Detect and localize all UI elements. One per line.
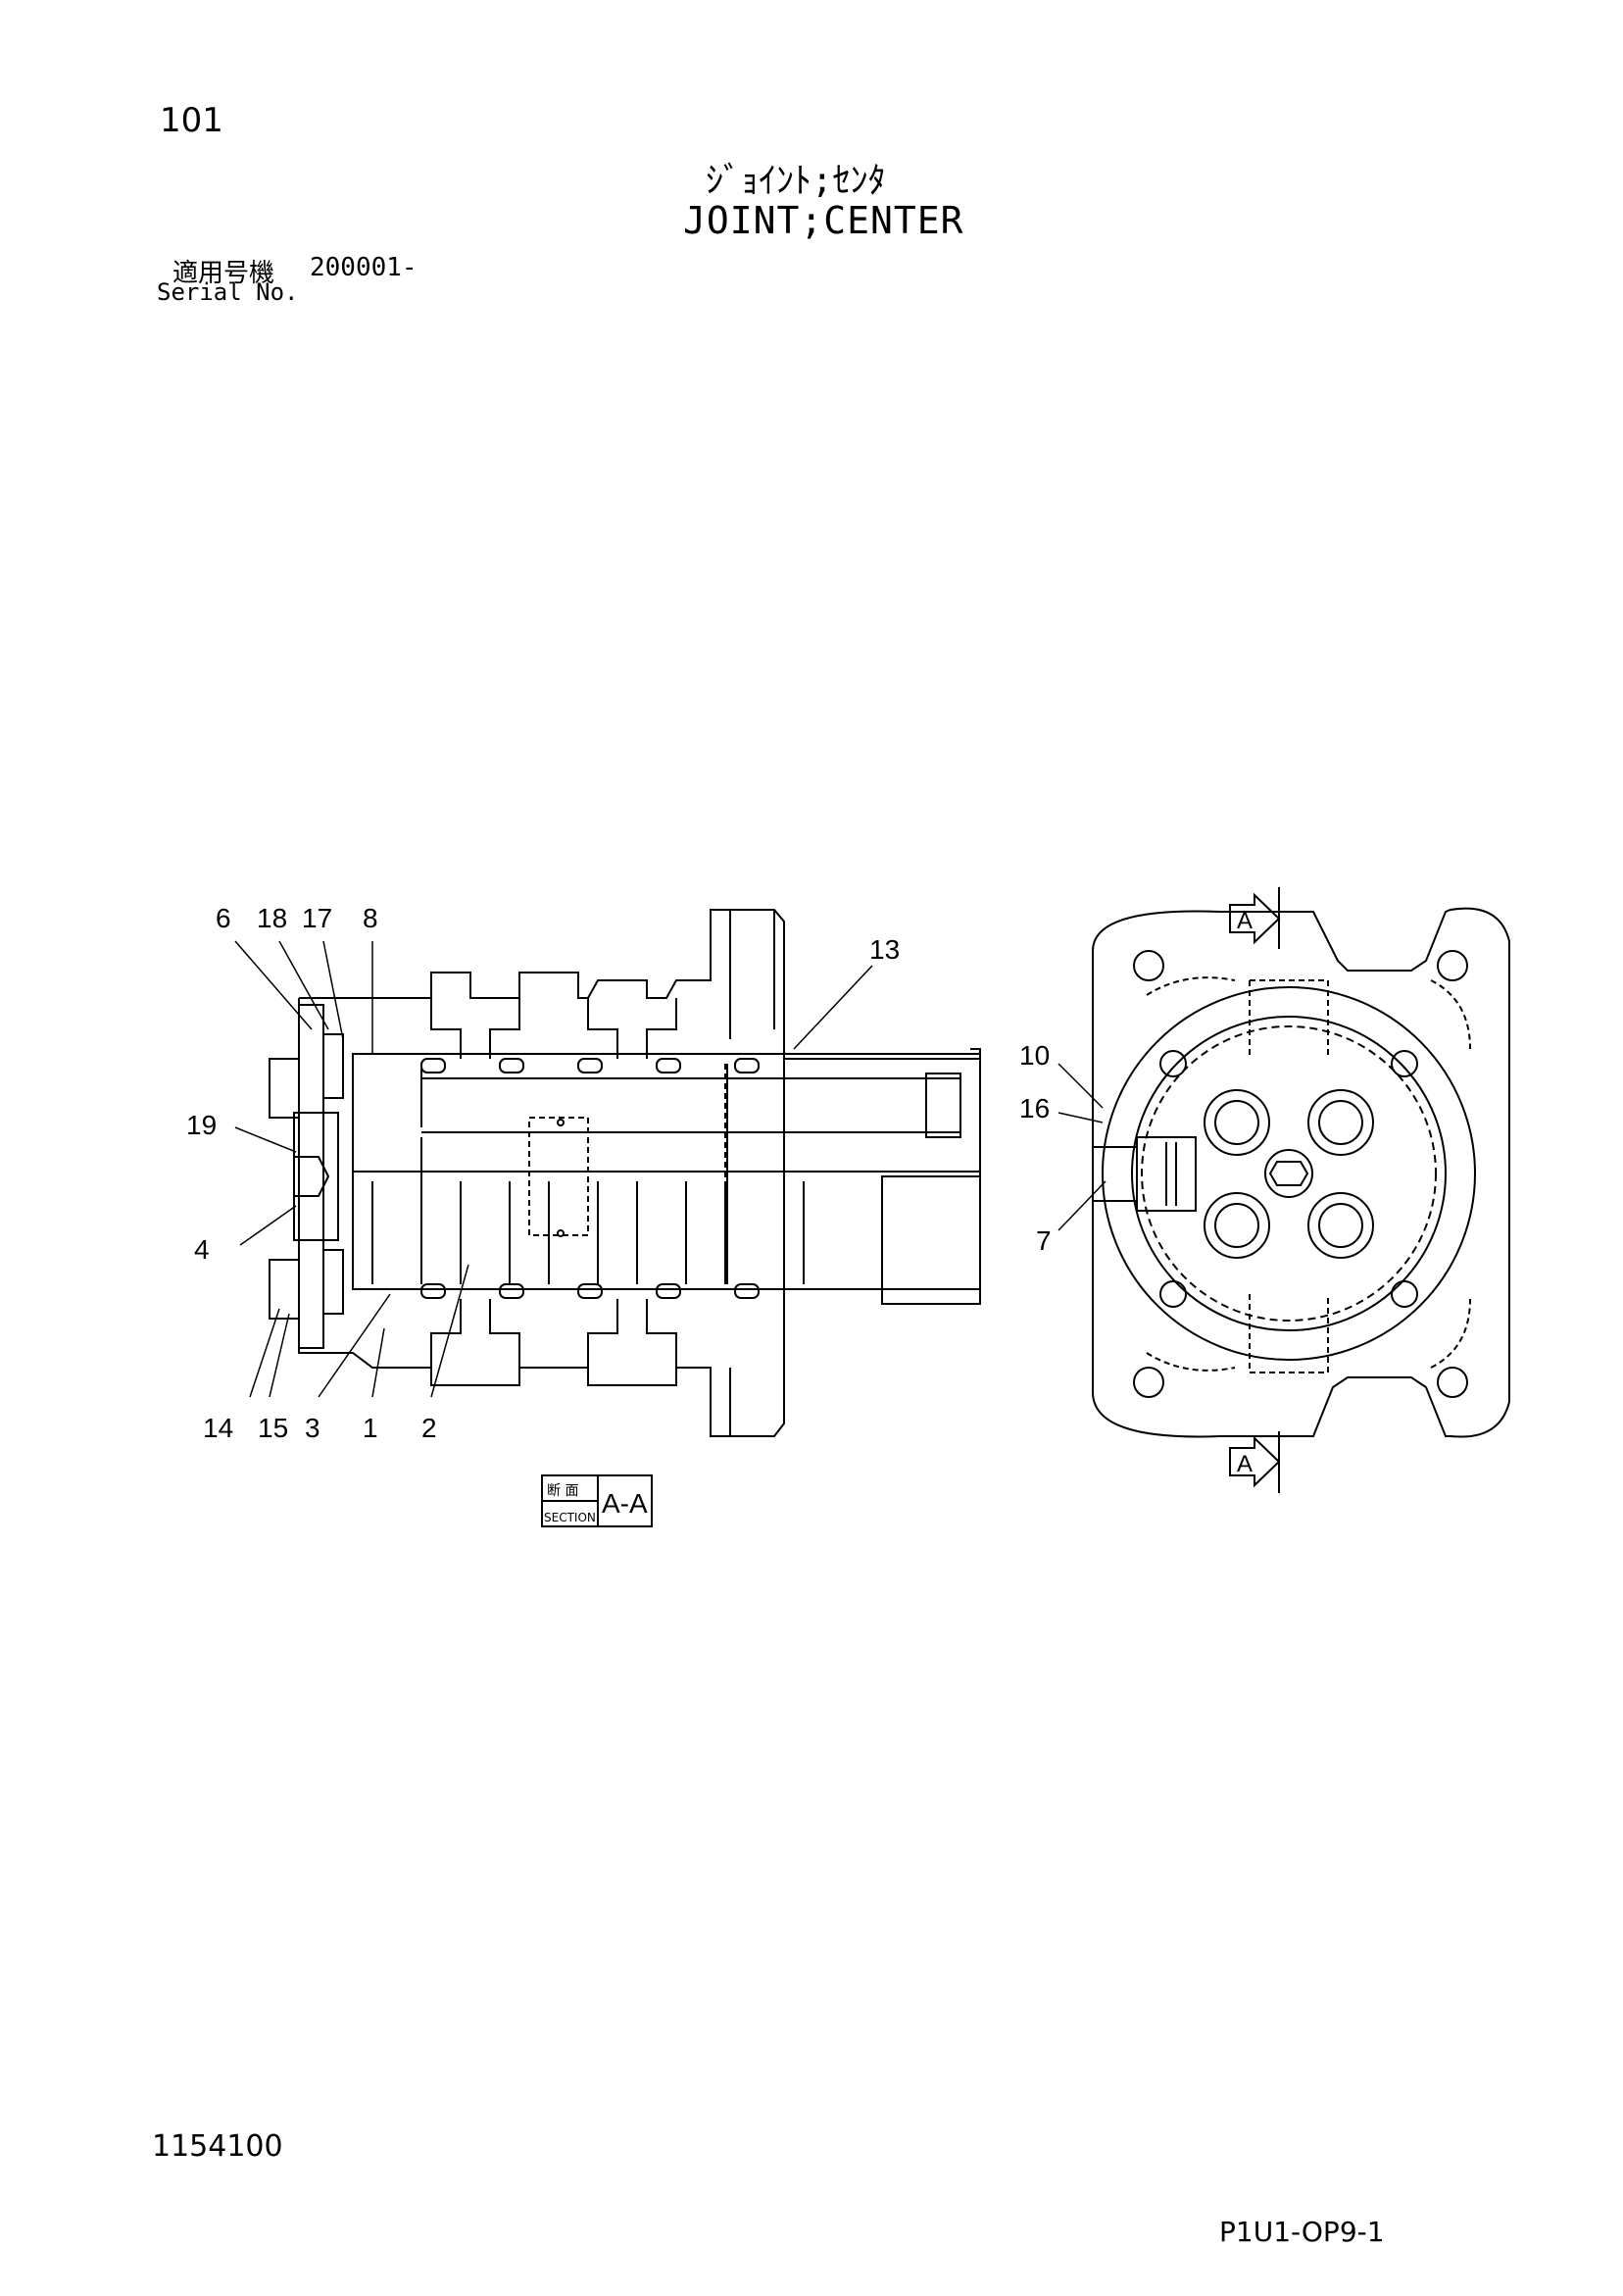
- callout-18: 18: [257, 903, 287, 933]
- serial-value: 200001-: [310, 253, 418, 282]
- section-arrow-bottom-label: A: [1237, 1451, 1253, 1477]
- callout-14: 14: [203, 1413, 233, 1443]
- callout-10: 10: [1019, 1040, 1050, 1071]
- section-label-en: SECTION: [544, 1511, 596, 1524]
- callout-3: 3: [305, 1413, 320, 1443]
- callout-2: 2: [421, 1413, 437, 1443]
- serial-label-japanese: 適用号機: [172, 259, 275, 288]
- callout-4: 4: [194, 1234, 210, 1265]
- section-label-box: [541, 1474, 653, 1527]
- title-japanese: ｼﾞｮｲﾝﾄ;ｾﾝﾀ: [706, 161, 886, 201]
- callout-1: 1: [363, 1413, 378, 1443]
- callout-16: 16: [1019, 1093, 1050, 1123]
- section-label-jp: 断 面: [547, 1483, 578, 1499]
- callout-19: 19: [186, 1110, 217, 1140]
- title-english: JOINT;CENTER: [683, 199, 964, 242]
- serial-label-english: Serial No.: [157, 278, 299, 306]
- page-number: 101: [160, 101, 223, 140]
- section-view: [234, 909, 1107, 1437]
- callout-13: 13: [869, 934, 900, 965]
- callout-6: 6: [216, 903, 231, 933]
- end-view: [1092, 887, 1510, 1493]
- callout-7: 7: [1036, 1225, 1052, 1256]
- callout-17: 17: [302, 903, 332, 933]
- drawing-number: 1154100: [152, 2129, 283, 2164]
- section-id: A-A: [602, 1488, 648, 1519]
- page-code: P1U1-OP9-1: [1219, 2216, 1385, 2248]
- callout-8: 8: [363, 903, 378, 933]
- section-arrow-top-label: A: [1237, 908, 1253, 934]
- callout-15: 15: [258, 1413, 288, 1443]
